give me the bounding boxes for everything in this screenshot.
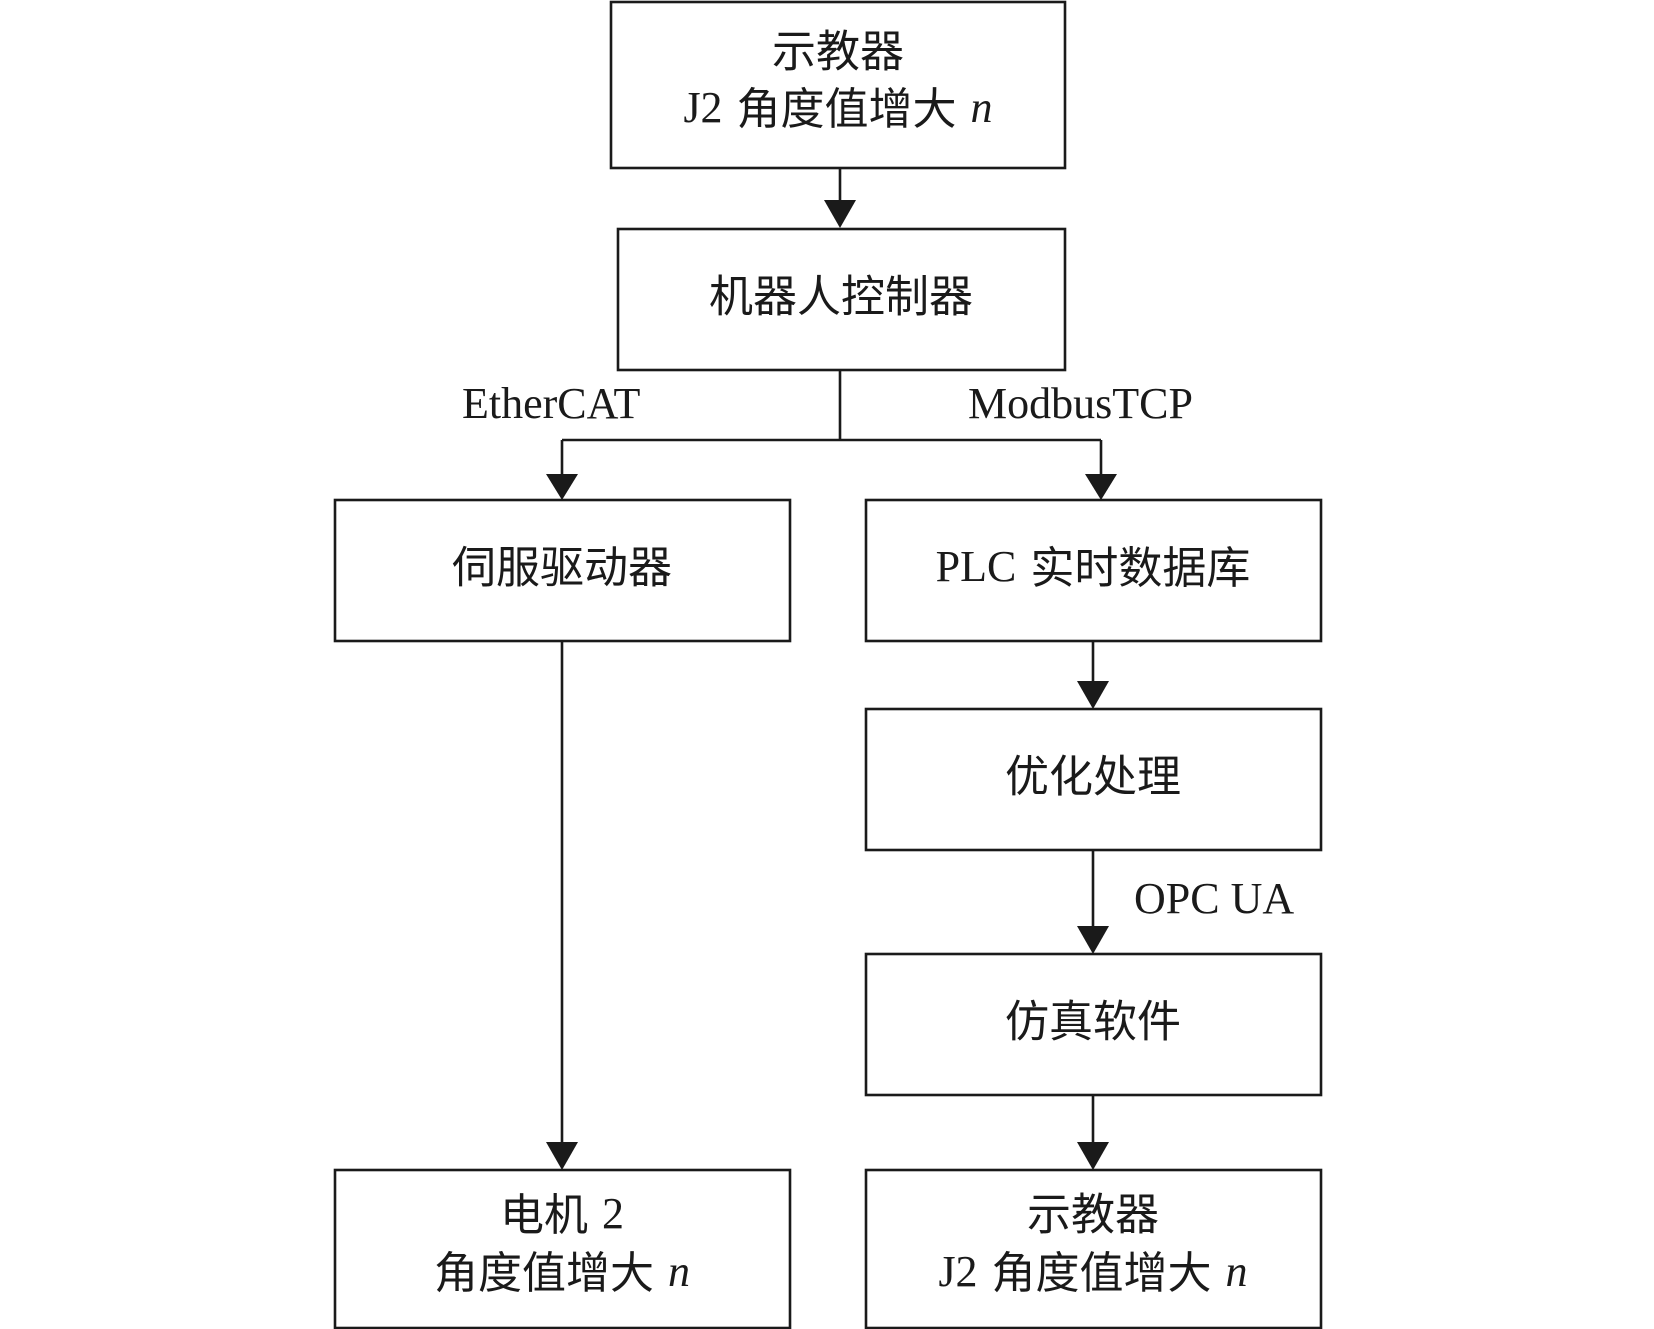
arrowhead-servo (546, 474, 578, 500)
node-box (864, 1168, 1323, 1329)
node-label: 伺服驱动器 (452, 543, 672, 594)
node-title: 电机 2 (500, 1189, 624, 1240)
joint-code: J2 (683, 83, 722, 132)
edge-label-opc-ua: OPC UA (1134, 874, 1294, 923)
node-simulation-software: 仿真软件 (864, 952, 1323, 1097)
description-text: 角度值增大 (434, 1248, 668, 1299)
database-text: 实时数据库 (1016, 543, 1250, 594)
node-label: PLC 实时数据库 (936, 542, 1251, 593)
node-subtitle: 角度值增大 n (434, 1247, 690, 1298)
node-box (864, 707, 1323, 852)
node-label: 机器人控制器 (709, 272, 973, 323)
variable-n: n (668, 1247, 690, 1296)
motor-text: 电机 (500, 1190, 602, 1241)
node-plc-database: PLC 实时数据库 (864, 498, 1323, 643)
node-box (609, 0, 1067, 170)
variable-n: n (1226, 1247, 1248, 1296)
arrowhead-pendant-bottom (1077, 1142, 1109, 1170)
arrowhead-optimization (1077, 681, 1109, 709)
node-box (333, 498, 792, 643)
node-teach-pendant-bottom: 示教器 J2 角度值增大 n (864, 1168, 1323, 1329)
edge-label-modbus-tcp: ModbusTCP (968, 379, 1193, 428)
description-text: 角度值增大 (978, 1248, 1226, 1299)
edge-label-ethercat: EtherCAT (462, 379, 641, 428)
node-motor-2: 电机 2 角度值增大 n (333, 1168, 792, 1329)
node-label: 仿真软件 (1005, 997, 1181, 1048)
node-subtitle: J2 角度值增大 n (938, 1247, 1247, 1298)
node-servo-driver: 伺服驱动器 (333, 498, 792, 643)
description-text: 角度值增大 (723, 84, 971, 135)
plc-prefix: PLC (936, 542, 1017, 591)
arrowhead-plc (1085, 474, 1117, 500)
arrowhead-motor (546, 1142, 578, 1170)
motor-number: 2 (602, 1189, 624, 1238)
node-optimization: 优化处理 (864, 707, 1323, 852)
node-subtitle: J2 角度值增大 n (683, 83, 992, 134)
connectors (546, 168, 1117, 1170)
variable-n: n (971, 83, 993, 132)
node-title: 示教器 (772, 27, 904, 78)
node-box (864, 952, 1323, 1097)
node-teach-pendant-top: 示教器 J2 角度值增大 n (609, 0, 1067, 170)
node-box (333, 1168, 792, 1329)
joint-code: J2 (938, 1247, 977, 1296)
node-box (616, 227, 1067, 372)
node-robot-controller: 机器人控制器 (616, 227, 1067, 372)
node-title: 示教器 (1027, 1190, 1159, 1241)
node-box (864, 498, 1323, 643)
arrowhead-simulation (1077, 926, 1109, 954)
node-label: 优化处理 (1005, 752, 1181, 803)
arrowhead-controller (824, 200, 856, 228)
